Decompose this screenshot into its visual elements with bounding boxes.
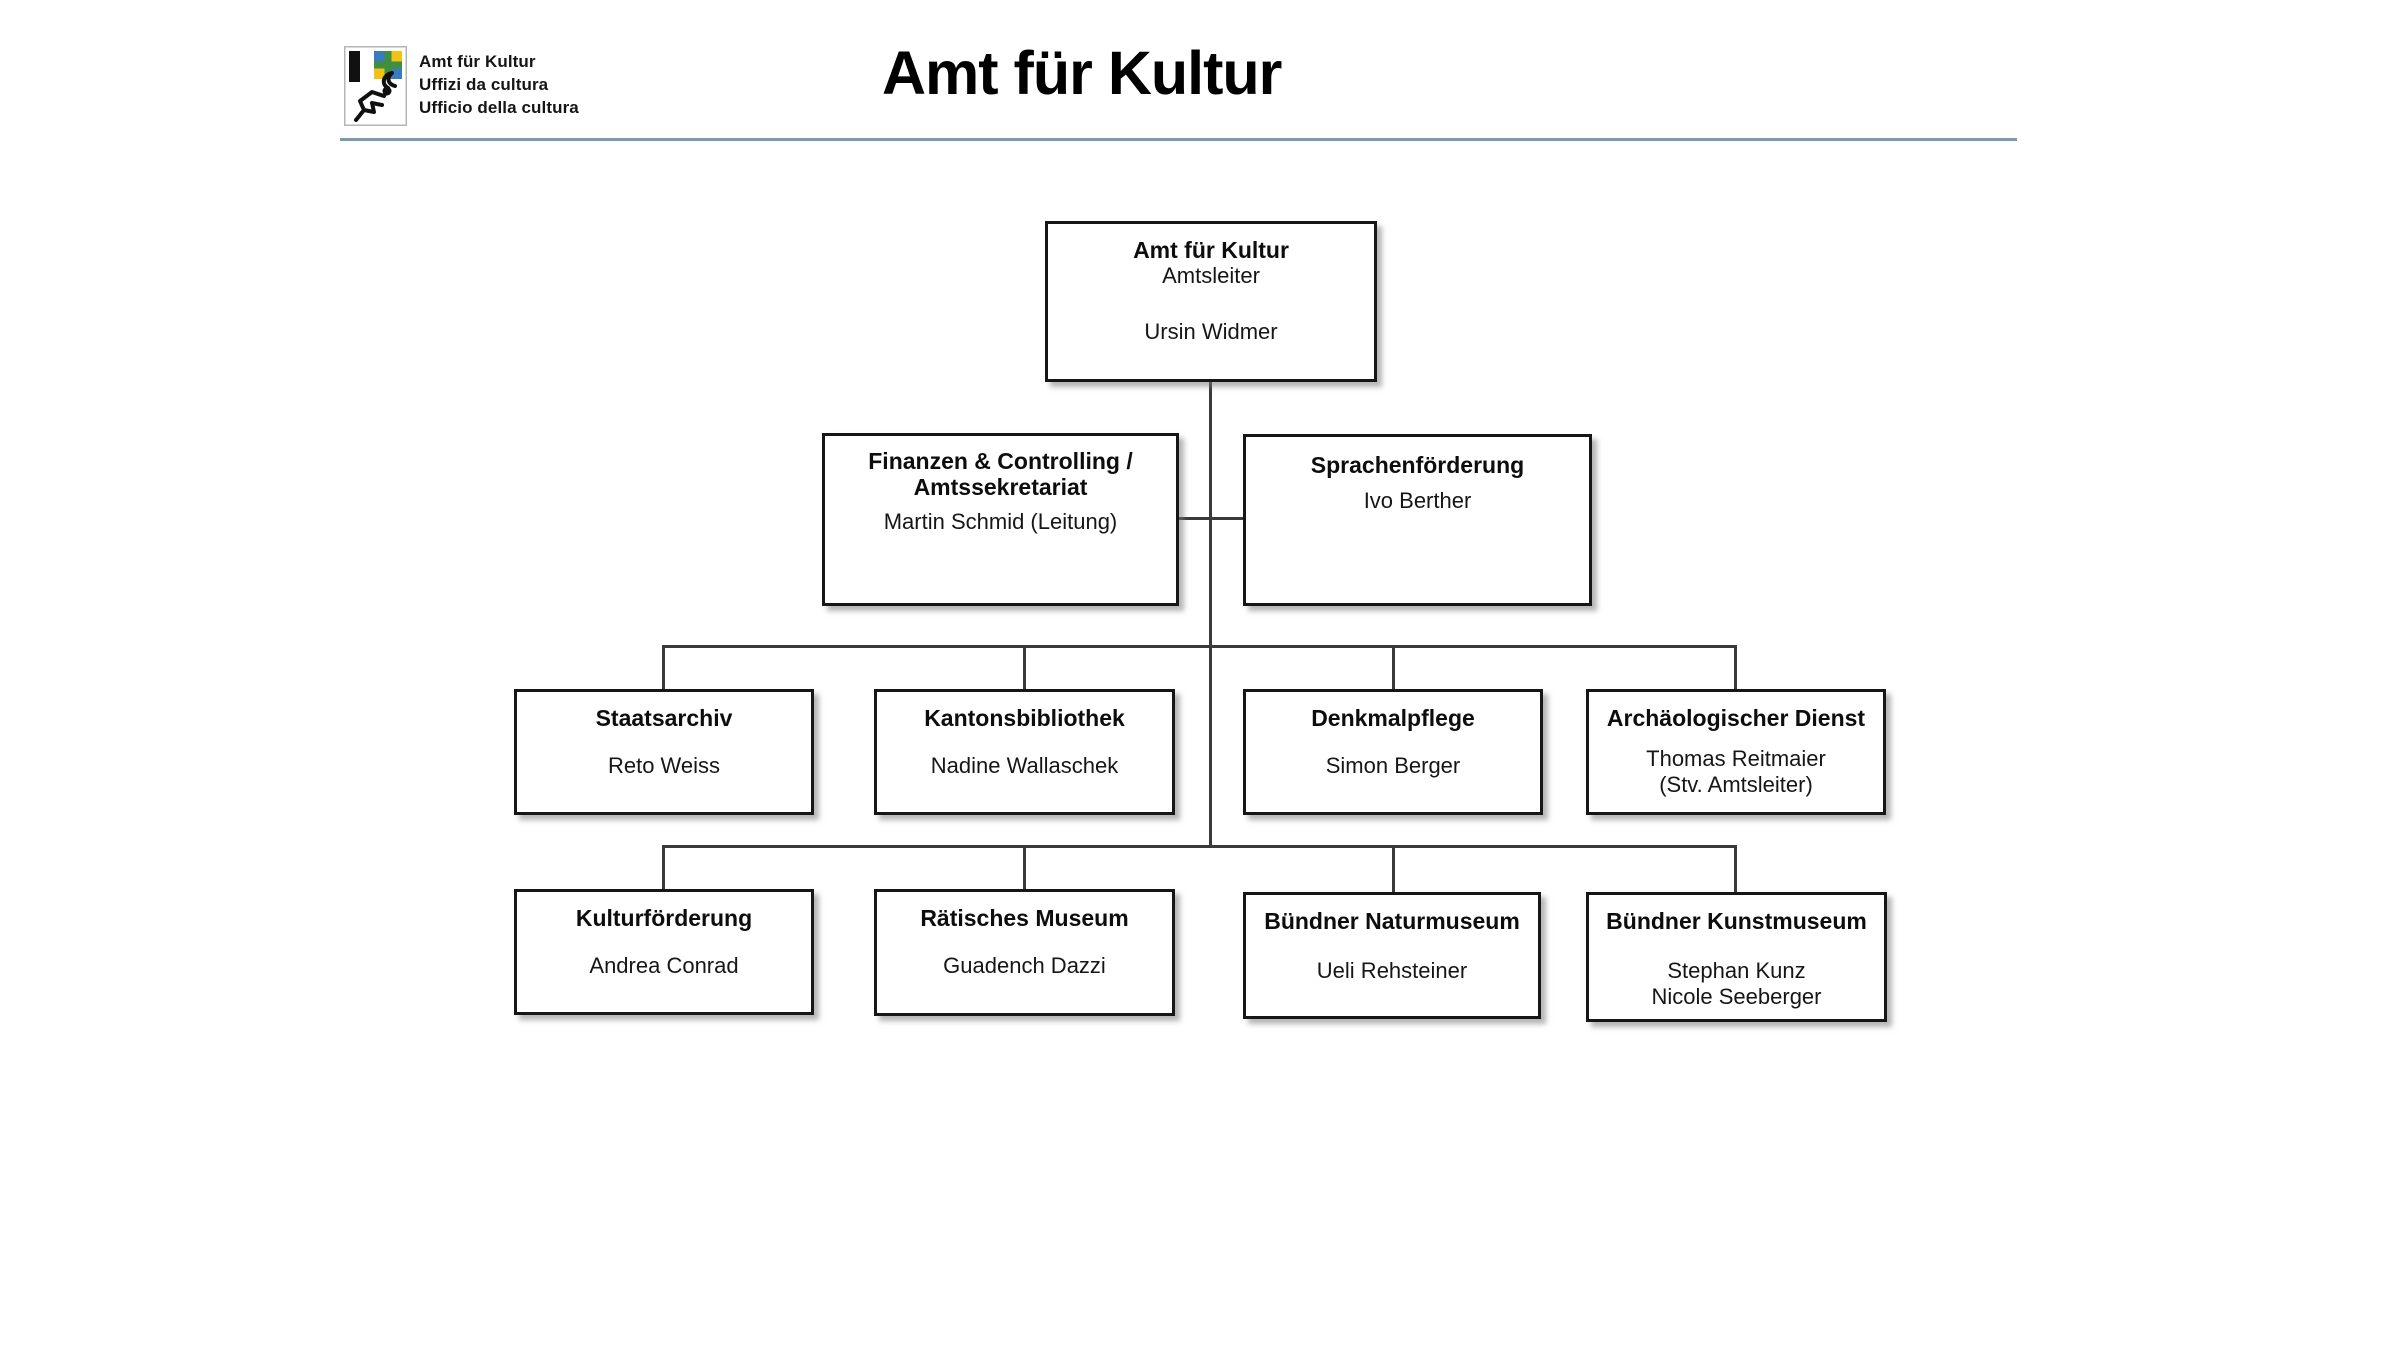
page-title: Amt für Kultur [882,39,1282,107]
org-node-person: Nadine Wallaschek [930,753,1119,778]
node-people: Nadine Wallaschek [877,753,1172,779]
org-node-title-line: Kulturförderung [575,905,753,931]
node-title: Sprachenförderung [1246,452,1589,478]
node-people: Simon Berger [1246,753,1540,779]
org-node-person: Amtsleiter [1162,263,1260,288]
org-node-person: Ueli Rehsteiner [1316,958,1468,983]
connector-line [662,645,1736,648]
org-node-person: Simon Berger [1325,753,1461,778]
org-node-person: Martin Schmid (Leitung) [883,509,1118,534]
org-node-title-line: Archäologischer Dienst [1606,705,1866,731]
org-node-title-line: Finanzen & Controlling / [868,448,1133,474]
logo-line-de: Amt für Kultur [419,52,536,71]
node-people: Andrea Conrad [517,953,811,979]
org-node-title-line: Amtssekretariat [913,474,1088,500]
node-people: Thomas Reitmaier(Stv. Amtsleiter) [1589,746,1883,798]
connector-line [662,645,665,690]
org-node-title-line: Staatsarchiv [595,705,733,731]
org-node-person: Ursin Widmer [1144,319,1278,344]
connector-line [662,845,1736,848]
org-node-person: Ivo Berther [1363,488,1472,513]
org-node-person: Guadench Dazzi [943,953,1106,978]
connector-line [1392,645,1395,690]
org-node-title-line: Amt für Kultur [1133,237,1289,263]
node-people: Reto Weiss [517,753,811,779]
connector-line [1177,517,1243,520]
org-node-person: Thomas Reitmaier [1646,746,1826,771]
node-title: Kantonsbibliothek [877,705,1172,731]
node-sub: Amtsleiter [1048,263,1374,289]
node-people: Guadench Dazzi [877,953,1172,979]
node-title: Bündner Kunstmuseum [1589,908,1884,934]
connector-line [1209,382,1212,847]
header-rule [340,138,2017,141]
org-node-title-line: Denkmalpflege [1311,705,1475,731]
connector-line [1023,645,1026,690]
node-title: Rätisches Museum [877,905,1172,931]
connector-line [1023,845,1026,893]
node-people: Ueli Rehsteiner [1246,958,1538,984]
node-people: Martin Schmid (Leitung) [825,509,1176,535]
node-title: Staatsarchiv [517,705,811,731]
org-node-person: Reto Weiss [607,753,721,778]
node-title: Amt für Kultur [1048,237,1374,263]
node-title: Archäologischer Dienst [1589,705,1883,731]
org-node-person: Stephan Kunz [1667,958,1806,983]
org-node-person: (Stv. Amtsleiter) [1659,772,1813,797]
logo-line-it: Ufficio della cultura [419,98,579,117]
org-node-title-line: Kantonsbibliothek [924,705,1125,731]
org-node-title-line: Bündner Naturmuseum [1264,908,1520,934]
connector-line [1734,845,1737,893]
logo-line-rm: Uffizi da cultura [419,75,549,94]
logo-wordmark: Amt für Kultur Uffizi da cultura Ufficio… [419,50,579,119]
node-title: Bündner Naturmuseum [1246,908,1538,934]
org-node-title-line: Sprachenförderung [1310,452,1525,478]
graubuenden-coat-of-arms-icon [344,46,407,126]
connector-line [1734,645,1737,690]
node-title: Kulturförderung [517,905,811,931]
node-title: Denkmalpflege [1246,705,1540,731]
org-node-title-line: Rätisches Museum [920,905,1129,931]
node-people: Ursin Widmer [1048,319,1374,345]
connector-line [662,845,665,893]
org-node-title-line: Bündner Kunstmuseum [1606,908,1867,934]
org-node-person: Andrea Conrad [589,953,739,978]
org-node-person: Nicole Seeberger [1651,984,1822,1009]
connector-line [1392,845,1395,893]
node-title: Finanzen & Controlling /Amtssekretariat [825,448,1176,500]
node-people: Ivo Berther [1246,488,1589,514]
